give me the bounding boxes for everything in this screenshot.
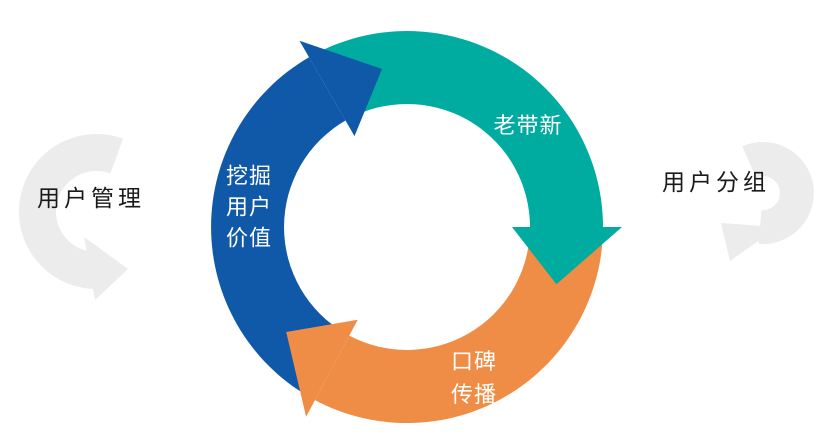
right-swoosh-arc [742, 142, 814, 244]
step-label-mine-user-value: 挖掘 用户 价值 [226, 161, 272, 254]
blue-arrowhead-icon [299, 40, 382, 137]
right-swoosh-arrowhead-icon [721, 223, 778, 261]
step-label-word-of-mouth-line2: 传播 [450, 382, 498, 407]
step-label-referral-line: 老带新 [493, 113, 563, 138]
step-label-mine-user-value-line3: 价值 [225, 225, 273, 251]
right-side-label: 用户分组 [662, 169, 770, 195]
left-swoosh-arc [19, 134, 124, 290]
step-label-mine-user-value-line1: 挖掘 [225, 163, 273, 189]
right-swoosh-arrow [721, 142, 814, 261]
step-label-word-of-mouth-line1: 口碑 [450, 349, 498, 374]
step-label-word-of-mouth: 口碑 传播 [451, 345, 497, 411]
orange-arrowhead-icon [286, 319, 358, 417]
teal-arrowhead-icon [512, 227, 622, 285]
left-swoosh-arrowhead-icon [84, 237, 128, 300]
orange-arc-body [315, 231, 603, 424]
left-side-label: 用户管理 [37, 185, 145, 211]
left-swoosh-arrow [19, 134, 128, 300]
step-label-mine-user-value-line2: 用户 [225, 194, 273, 220]
step-label-referral: 老带新 [493, 108, 562, 140]
blue-arc-body [211, 57, 346, 397]
teal-arc-body [324, 31, 603, 228]
